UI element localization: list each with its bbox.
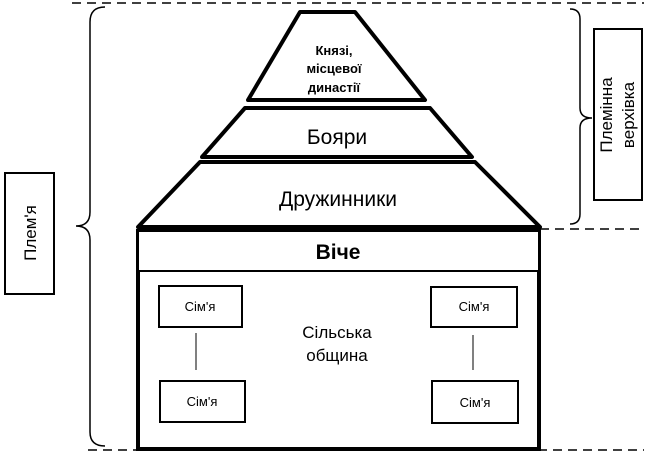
family-label-bottom-right: Сім'я [460,395,491,410]
community-label-2: община [306,346,368,365]
elite-label-2: верхівка [619,81,638,148]
boyars-label: Бояри [307,126,367,149]
tribe-label: Плем'я [21,205,40,261]
family-box-bottom-left [159,380,246,423]
tribe-box [4,172,55,295]
veche-label: Віче [316,241,361,264]
family-label-top-left: Сім'я [185,299,216,314]
elite-box [593,28,643,201]
family-box-top-right [430,286,518,328]
community-label-1: Сільська [302,323,372,342]
tribe-brace [75,6,106,447]
princes-label-3: династії [308,80,361,95]
family-label-top-right: Сім'я [459,299,490,314]
princes-label-1: Князі, [315,43,352,58]
elite-label-1: Племінна [597,77,616,153]
family-box-top-left [158,285,243,328]
princes-label-2: місцевої [306,61,361,76]
family-box-bottom-right [431,380,519,424]
warriors-label: Дружинники [279,188,397,211]
veche-bar [137,230,540,272]
pyramid-bottom-warriors [136,160,542,229]
pyramid-top-princes [246,10,427,102]
elite-brace [569,8,593,225]
pyramid-middle-boyars [200,106,474,159]
family-label-bottom-left: Сім'я [187,394,218,409]
